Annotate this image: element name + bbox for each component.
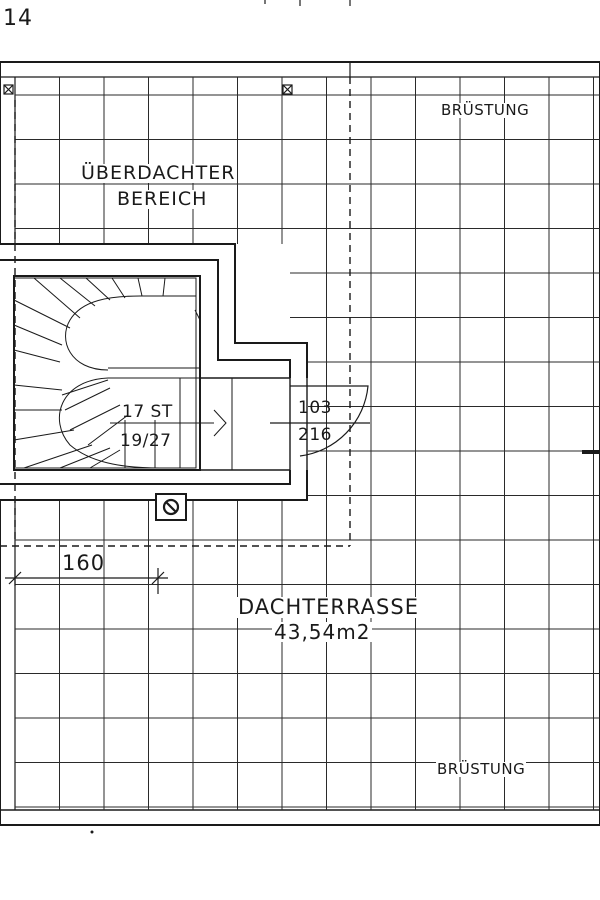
corner-post-symbol bbox=[3, 84, 293, 95]
roof-drain-symbol bbox=[155, 493, 187, 521]
door-height-label: 216 bbox=[298, 425, 332, 445]
top-edge-fragment bbox=[264, 0, 351, 6]
covered-area-label-line2: BEREICH bbox=[116, 188, 209, 210]
door-width-label: 103 bbox=[298, 398, 332, 418]
door-swing bbox=[270, 385, 370, 457]
reference-dot bbox=[90, 830, 94, 834]
covered-area-label-line1: ÜBERDACHTER bbox=[80, 162, 237, 184]
bruestung-label-bottom: BRÜSTUNG bbox=[436, 760, 527, 778]
stairs-steps-label: 17 ST bbox=[122, 402, 173, 422]
bruestung-label-top: BRÜSTUNG bbox=[440, 101, 531, 119]
dimension-line bbox=[5, 568, 168, 594]
stair-landing-mask bbox=[230, 340, 308, 500]
dimension-label: 160 bbox=[62, 551, 106, 575]
page-number: 14 bbox=[3, 6, 33, 31]
stairs-ratio-label: 19/27 bbox=[120, 431, 172, 451]
stair-walls bbox=[0, 243, 308, 501]
terrace-name-label: DACHTERRASSE bbox=[236, 595, 421, 619]
terrace-area-label: 43,54m2 bbox=[272, 620, 373, 644]
stair-treads bbox=[13, 277, 227, 469]
